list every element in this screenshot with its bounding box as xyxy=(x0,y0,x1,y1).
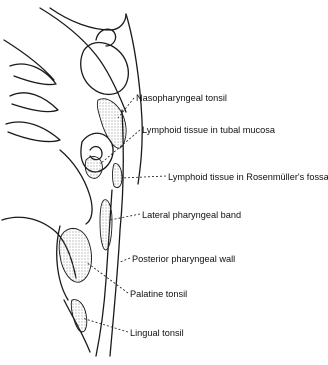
skull-base-outline xyxy=(40,8,126,112)
leader-nasopharyngeal-tonsil xyxy=(118,98,134,118)
tubal-mucosa-shape xyxy=(85,157,102,179)
label-lingual-tonsil: Lingual tonsil xyxy=(130,328,184,338)
leader-lingual-tonsil xyxy=(82,318,128,332)
label-lateral-pharyngeal-band: Lateral pharyngeal band xyxy=(142,210,241,220)
lateral-band-shape xyxy=(100,200,112,250)
leader-posterior-wall xyxy=(120,258,130,262)
label-posterior-pharyngeal-wall: Posterior pharyngeal wall xyxy=(132,254,235,264)
dorsum-line xyxy=(50,8,126,30)
palatine-tonsil-shape xyxy=(59,228,91,282)
label-tubal-mucosa: Lymphoid tissue in tubal mucosa xyxy=(142,125,276,135)
leader-lateral-band xyxy=(110,214,140,220)
label-rosenmuller-fossa: Lymphoid tissue in Rosenmüller's fossa xyxy=(168,172,328,182)
turbinate-lower xyxy=(6,122,60,142)
label-nasopharyngeal-tonsil: Nasopharyngeal tonsil xyxy=(136,93,227,103)
turbinate-middle xyxy=(10,93,58,112)
leader-rosenmuller-fossa xyxy=(122,176,166,178)
lingual-tonsil-shape xyxy=(71,300,87,332)
nasopharyngeal-tonsil-shape xyxy=(97,99,126,148)
rosenmuller-fossa-shape xyxy=(113,164,123,188)
label-palatine-tonsil: Palatine tonsil xyxy=(130,289,187,299)
